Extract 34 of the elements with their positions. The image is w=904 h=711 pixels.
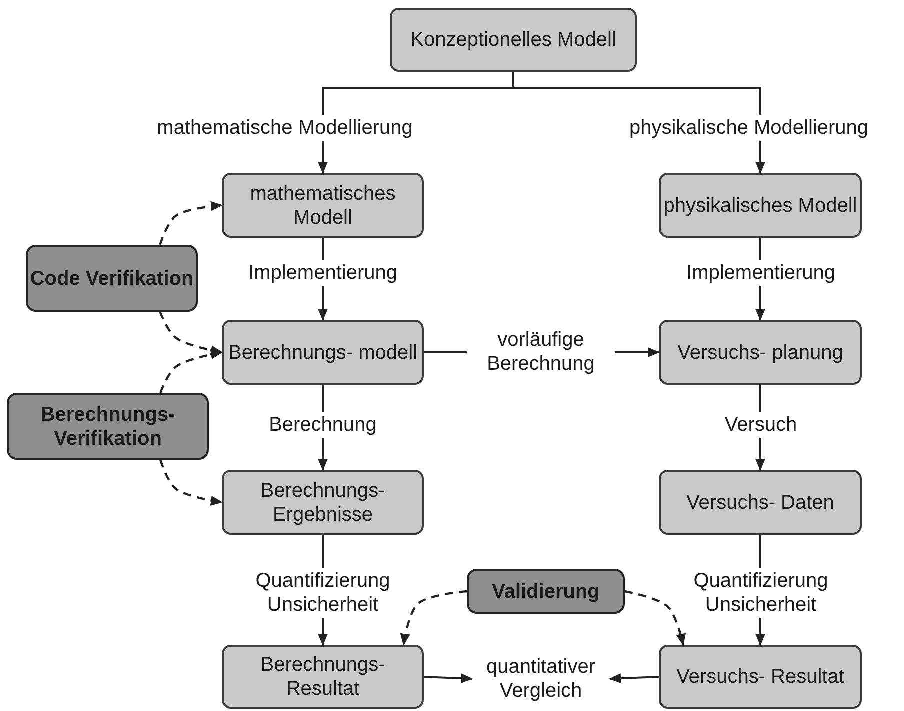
verification-box <box>26 245 198 312</box>
comparison-text: quantitativer Vergleich <box>472 652 610 706</box>
dashed-arrow <box>159 201 223 246</box>
dashed-arrow <box>624 590 686 646</box>
box-text: Berechnungs- modell <box>228 340 418 364</box>
box-text: Berechnungs- Resultat <box>260 653 386 701</box>
dashed-arrow <box>400 590 468 646</box>
verification-box <box>467 569 625 614</box>
arrow <box>512 72 766 174</box>
process-box <box>659 470 862 535</box>
box-text: Validierung <box>492 580 600 604</box>
box-text: mathematisches Modell <box>249 182 397 230</box>
arrow <box>424 674 473 684</box>
box-text: Berechnungs- Verifikation <box>40 402 176 450</box>
box-text: Code Verifikation <box>30 266 194 290</box>
verification-box <box>7 393 209 460</box>
box-text: Versuchs- Daten <box>686 490 834 514</box>
process-box <box>659 173 862 238</box>
process-box <box>222 320 424 385</box>
box-text: Konzeptionelles Modell <box>410 28 616 52</box>
dashed-arrow <box>160 350 223 394</box>
dashed-arrow <box>159 312 223 356</box>
dashed-arrow <box>159 460 223 506</box>
process-box <box>222 645 424 709</box>
box-text: Versuchs- planung <box>678 340 844 364</box>
process-box <box>659 320 862 385</box>
process-box <box>659 645 862 709</box>
arrow <box>609 674 660 684</box>
box-text: Versuchs- Resultat <box>676 665 844 689</box>
process-box <box>222 470 424 535</box>
process-box <box>222 173 424 238</box>
process-box <box>390 8 637 72</box>
box-text: physikalisches Modell <box>664 194 858 218</box>
box-text: Berechnungs- Ergebnisse <box>260 478 386 526</box>
